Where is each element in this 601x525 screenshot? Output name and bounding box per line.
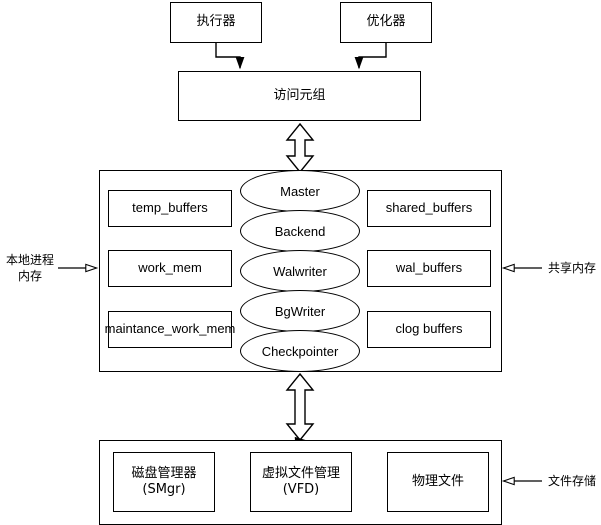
- node-process-master-label: Master: [280, 183, 320, 199]
- node-work-mem[interactable]: work_mem: [108, 250, 232, 287]
- node-disk-manager-smgr[interactable]: 磁盘管理器 (SMgr): [113, 452, 215, 512]
- node-process-walwriter[interactable]: Walwriter: [240, 250, 360, 292]
- node-process-bgwriter-label: BgWriter: [274, 303, 326, 319]
- block-arrow-access-tuple-memory: [285, 122, 315, 174]
- label-local-process-memory: 本地进程 内存: [2, 253, 58, 284]
- node-virtual-file-descriptor-vfd-line2: (VFD): [282, 482, 320, 497]
- label-local-process-memory-line1: 本地进程: [5, 253, 54, 267]
- node-temp-buffers[interactable]: temp_buffers: [108, 190, 232, 227]
- node-executor-label: 执行器: [196, 14, 236, 30]
- node-access-tuple[interactable]: 访问元组: [178, 71, 421, 121]
- node-virtual-file-descriptor-vfd-line1: 虚拟文件管理: [261, 465, 340, 481]
- node-process-backend-label: Backend: [274, 223, 326, 239]
- node-disk-manager-smgr-line1: 磁盘管理器: [131, 465, 197, 481]
- label-shared-memory-text: 共享内存: [548, 261, 597, 275]
- block-arrow-memory-storage: [285, 372, 315, 442]
- node-process-walwriter-label: Walwriter: [273, 263, 327, 279]
- node-executor[interactable]: 执行器: [170, 2, 262, 43]
- node-temp-buffers-label: temp_buffers: [132, 200, 208, 216]
- node-optimizer[interactable]: 优化器: [340, 2, 432, 43]
- arrow-executor-to-access-tuple: [215, 43, 245, 70]
- node-physical-file-label: 物理文件: [411, 473, 464, 489]
- node-virtual-file-descriptor-vfd[interactable]: 虚拟文件管理 (VFD): [250, 452, 352, 512]
- node-wal-buffers-label: wal_buffers: [395, 260, 463, 276]
- label-file-storage: 文件存储: [548, 474, 596, 490]
- node-process-backend[interactable]: Backend: [240, 210, 360, 252]
- label-file-storage-text: 文件存储: [548, 474, 597, 488]
- node-clog-buffers-label: clog buffers: [395, 321, 463, 337]
- node-clog-buffers[interactable]: clog buffers: [367, 311, 491, 348]
- node-process-checkpointer[interactable]: Checkpointer: [240, 330, 360, 372]
- label-local-process-memory-line2: 内存: [17, 268, 42, 283]
- node-disk-manager-smgr-line2: (SMgr): [142, 482, 186, 497]
- node-physical-file[interactable]: 物理文件: [387, 452, 489, 512]
- arrow-optimizer-to-access-tuple: [354, 43, 387, 70]
- node-shared-buffers-label: shared_buffers: [385, 200, 473, 216]
- node-shared-buffers[interactable]: shared_buffers: [367, 190, 491, 227]
- label-shared-memory: 共享内存: [548, 261, 596, 277]
- node-optimizer-label: 优化器: [366, 14, 406, 30]
- node-wal-buffers[interactable]: wal_buffers: [367, 250, 491, 287]
- node-process-checkpointer-label: Checkpointer: [261, 343, 339, 359]
- node-maintance-work-mem[interactable]: maintance_work_mem: [105, 311, 235, 348]
- node-maintance-work-mem-label: maintance_work_mem: [104, 321, 236, 337]
- node-process-bgwriter[interactable]: BgWriter: [240, 290, 360, 332]
- node-process-master[interactable]: Master: [240, 170, 360, 212]
- node-access-tuple-label: 访问元组: [273, 87, 326, 103]
- node-work-mem-label: work_mem: [138, 260, 202, 276]
